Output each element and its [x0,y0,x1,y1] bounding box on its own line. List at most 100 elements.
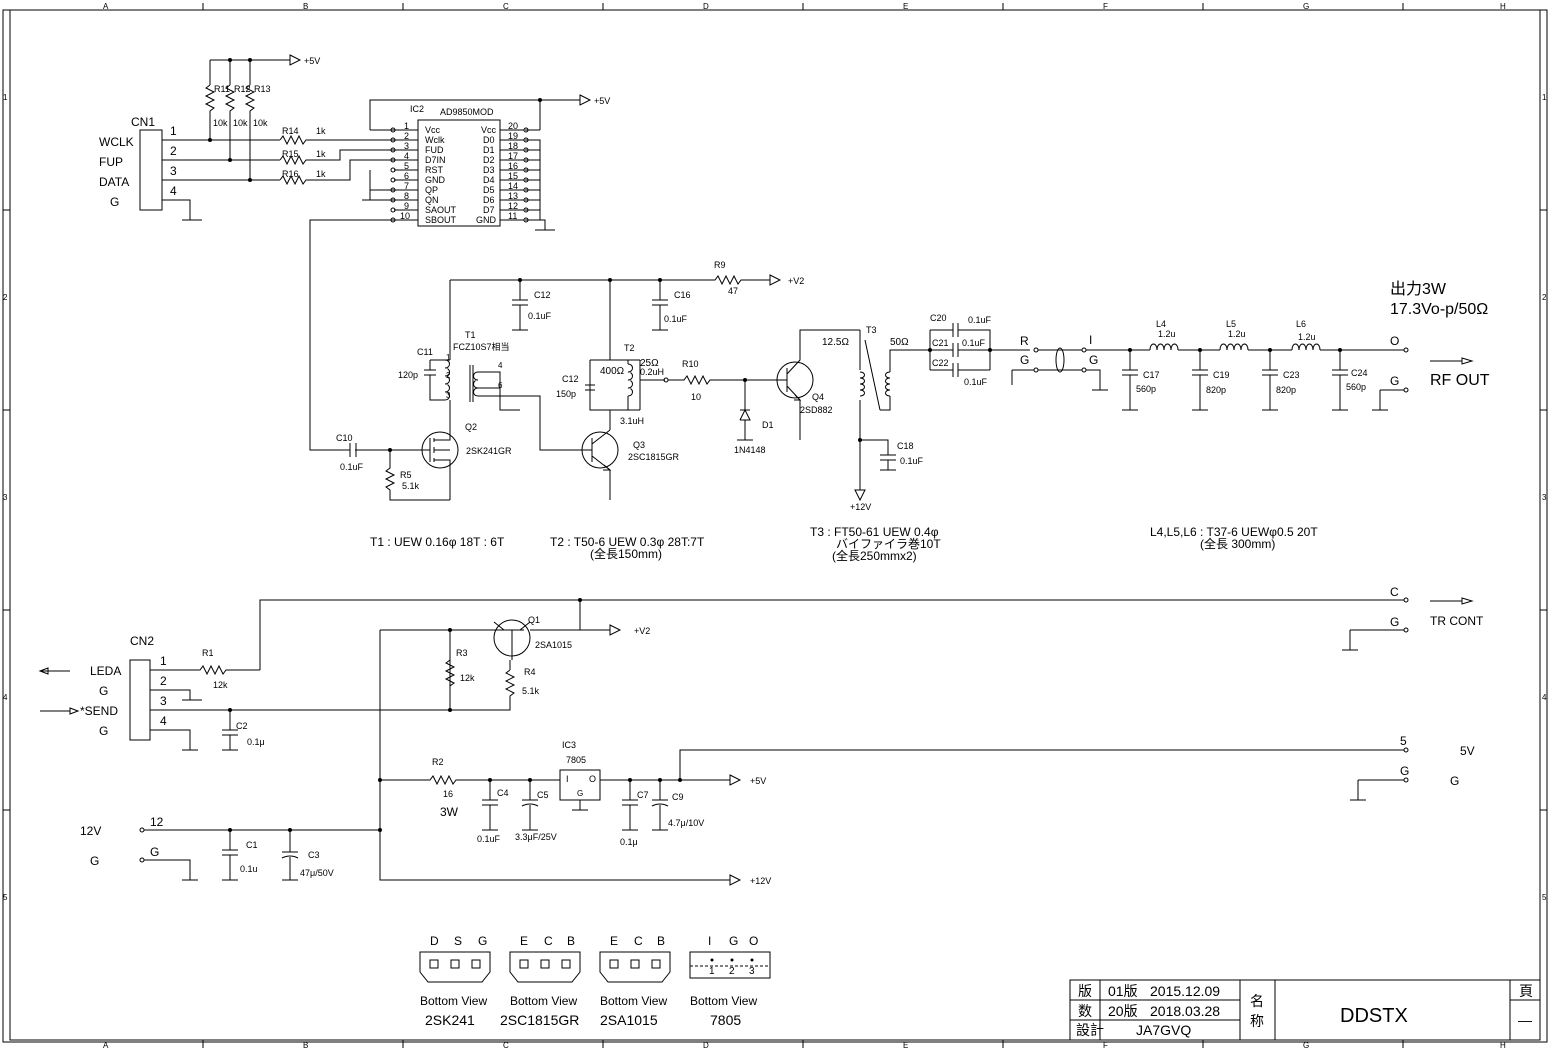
c22-value: 0.1uF [964,377,988,387]
r2-value: 16 [443,789,453,799]
l5-value: 1.2u [1228,329,1246,339]
pkg2-pin-e: E [520,934,528,948]
col-label-g: G [1303,2,1309,11]
cn1-pin-4: 4 [170,184,177,198]
title-page-label: 頁 [1519,983,1533,999]
pkg3-pin-c: C [634,934,643,948]
ic2-pin-num-4: 4 [404,151,409,161]
ic2-pin-d0: D0 [483,135,495,145]
q2-part: 2SK241GR [466,446,512,456]
in12v-g-pin: G [150,845,159,859]
ic2-pin-d7in: D7IN [425,155,446,165]
l4-value: 1.2u [1158,329,1176,339]
cn1-pin-2: 2 [170,144,177,158]
c1-value: 0.1u [240,864,258,874]
title-name-label-2: 称 [1250,1013,1264,1029]
r9-ref: R9 [714,260,726,270]
c5-value: 3.3μF/25V [515,832,557,842]
ic2-pin-wclk: Wclk [425,135,445,145]
t1-pin-4: 4 [498,361,503,370]
supply-5v-label: +5V [750,776,766,786]
ic2-pin-num-19: 19 [508,131,518,141]
cn2-pin-1: 1 [160,654,167,668]
cn1-ref: CN1 [131,115,155,129]
t1-pin-3: 3 [446,391,451,400]
col-label-h: H [1500,2,1506,11]
l6-value: 1.2u [1298,332,1316,342]
title-date2: 2018.03.28 [1150,1003,1220,1019]
c24-value: 560p [1346,382,1366,392]
pkg2-pin-c: C [544,934,553,948]
ic2-pin-num-10: 10 [400,211,410,221]
c19-value: 820p [1206,385,1226,395]
package-2sa1015: E C B Bottom View 2SA1015 [599,934,671,1028]
package-2sc1815: E C B Bottom View 2SC1815GR [500,934,581,1028]
pkg2-pin-b: B [567,934,575,948]
c12b-ref: C12 [562,374,579,384]
d1-part: 1N4148 [734,445,766,455]
pkg2-caption: Bottom View [510,994,577,1008]
supply-12v-label: +12V [750,876,771,886]
title-ban-label: 版 [1078,983,1092,999]
rf-out-pin-g: G [1390,374,1399,388]
c17-value: 560p [1136,384,1156,394]
q4-part: 2SD882 [800,405,833,415]
col-label-c: C [503,2,509,11]
pkg1-part: 2SK241 [425,1012,475,1028]
c11-ref: C11 [417,347,433,357]
t1-type: FCZ10S7相当 [453,341,510,352]
ic2-pin-num-13: 13 [508,191,518,201]
power-supply: +12V R2 16 3W C4 0.1uF C5 3.3μF/25V IC3 … [80,629,1475,886]
c2-value: 0.1μ [247,737,265,747]
q3-ref: Q3 [633,440,645,450]
r13-ref: R13 [254,84,271,94]
title-block: 版 数 01版 2015.12.09 20版 2018.03.28 設計 JA7… [1069,979,1541,1041]
pullup-resistors: +5V R11 R12 R13 10k 10k 10k R14 1k R15 1… [204,54,400,186]
t3-note-2: バイファイラ巻10T [836,537,941,551]
ic2-pin-vcc: Vcc [425,125,441,135]
ic2-pin-num-2: 2 [404,131,409,141]
tr-pin-g: G [1390,615,1399,629]
c9-value: 4.7μ/10V [668,818,704,828]
r16-ref: R16 [282,169,299,179]
l6-ref: L6 [1296,319,1306,329]
ic2-pin-num-7: 7 [404,181,409,191]
col-label-c-bottom: C [503,1041,509,1050]
cn1-signal-wclk: WCLK [99,135,134,149]
rf-v2-label: +V2 [788,276,804,286]
pkg1-caption: Bottom View [420,994,487,1008]
c16-ref: C16 [674,290,691,300]
pkg2-part: 2SC1815GR [500,1012,579,1028]
r5-value: 5.1k [402,481,420,491]
c9-ref: C9 [672,792,684,802]
q1-part: 2SA1015 [535,640,572,650]
t2-ind: 0.2uH [640,367,664,377]
title-designer: JA7GVQ [1136,1022,1191,1038]
cn2-signal-send: *SEND [80,704,118,718]
pkg4-pin-g: G [729,934,738,948]
rf-amplifier: +V2 R9 47 C12 0.1uF C16 0.1uF T1 FCZ10S7… [336,260,1490,512]
pkg4-part: 7805 [710,1012,741,1028]
c19-ref: C19 [1213,370,1230,380]
drawing-title: DDSTX [1340,1005,1408,1027]
ic2-pin-qn: QN [425,195,439,205]
ic2-pin-sbout: SBOUT [425,215,457,225]
q1-v2-label: +V2 [634,626,650,636]
col-label-g-bottom: G [1303,1041,1309,1050]
r3-value: 12k [460,673,475,683]
q3-part: 2SC1815GR [628,452,680,462]
ic2-pin-num-5: 5 [404,161,409,171]
col-label-b: B [303,2,308,11]
ic2-pin-d5: D5 [483,185,495,195]
r2-ref: R2 [432,757,444,767]
title-rev2: 20版 [1108,1003,1138,1019]
r3-ref: R3 [456,648,468,658]
ic2-ad9850: IC2 AD9850MOD +5V Vcc Wclk FUD D7IN [309,94,610,451]
ic2-pin-num-12: 12 [508,201,518,211]
out5v-pin: 5 [1400,734,1407,748]
t3-ref: T3 [866,325,877,335]
r10-value: 10 [691,392,701,402]
c4-ref: C4 [497,788,509,798]
r12-ref: R12 [234,84,251,94]
